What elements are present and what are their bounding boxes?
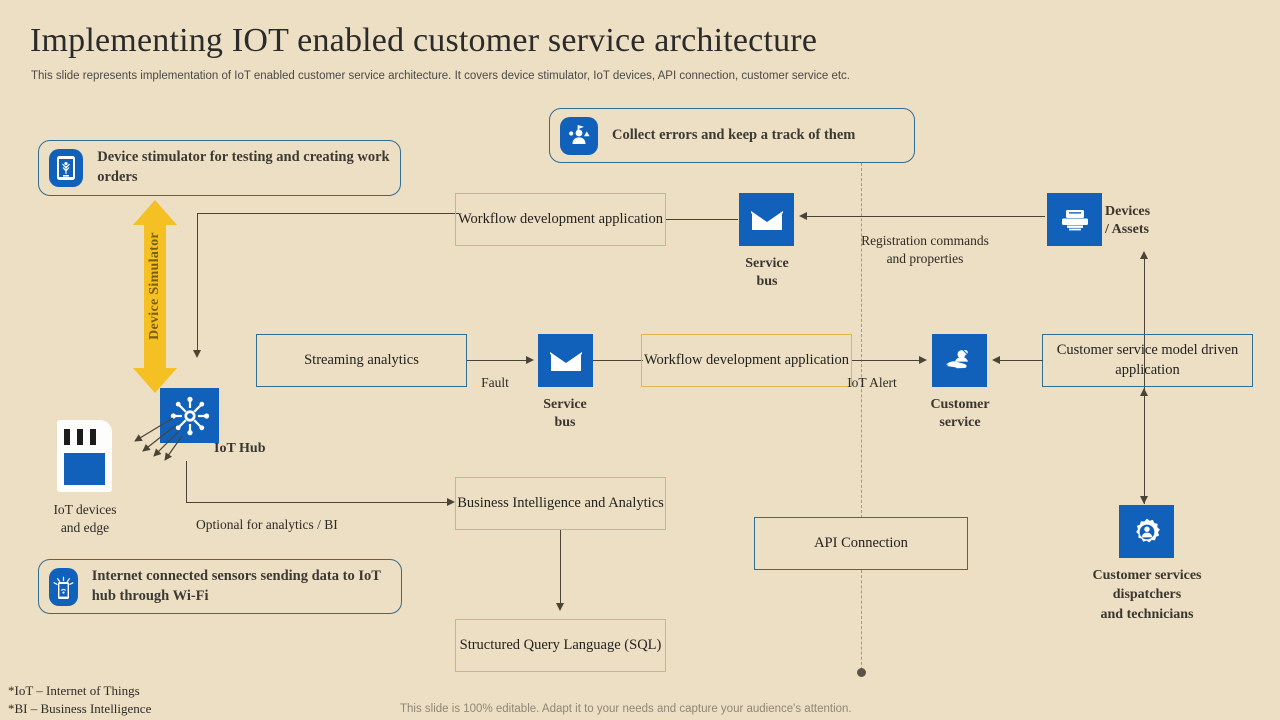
connector-servicebus-workflowmid [593,360,643,362]
edge-label-optional-bi: Optional for analytics / BI [196,517,338,532]
box-workflow-development-top-label: Workflow development application [458,210,663,227]
connector-devices-servicebus [806,216,1045,218]
node-customer-service-icon [932,334,987,387]
arrow-head-up [133,200,177,225]
connector-model-customerservice [999,360,1043,362]
box-business-intelligence-label: Business Intelligence and Analytics [457,494,664,511]
iot-hub-fan-arrows [134,417,183,461]
connector-streaming-servicebus [467,360,527,362]
arrowhead-iothub-bi [447,498,455,506]
sd-card-icon [57,420,112,492]
box-workflow-development-mid-label: Workflow development application [644,351,849,368]
sd-card-body [64,453,105,485]
node-dispatchers-icon [1119,505,1174,558]
callout-internet-sensors-label: Internet connected sensors sending data … [91,567,381,604]
box-business-intelligence[interactable]: Business Intelligence and Analytics [455,477,666,530]
arrowhead-model-dispatchers [1140,496,1148,504]
connector-dispatchers-model [1144,394,1146,504]
box-workflow-development-top[interactable]: Workflow development application [455,193,666,246]
arrowhead-devices-servicebus [799,212,807,220]
arrowhead-bi-sql [556,603,564,611]
node-service-bus-top-icon [739,193,794,246]
connector-workflowmid-customerservice [852,360,921,362]
box-streaming-analytics-label: Streaming analytics [304,351,419,368]
connector-dispatchers-devices [1144,258,1146,502]
page-title: Implementing IOT enabled customer servic… [30,22,818,59]
error-collection-icon [560,116,598,155]
footnote-iot: *IoT – Internet of Things [8,683,140,698]
callout-internet-sensors[interactable]: Internet connected sensors sending data … [38,559,402,614]
arrowhead-dispatchers-devices [1140,251,1148,259]
connector-iothub-bi-vertical [186,461,188,503]
box-api-connection-label: API Connection [814,534,908,551]
boundary-end-dot [857,668,866,677]
node-devices-assets-label: Devices/ Assets [1105,204,1151,238]
box-streaming-analytics[interactable]: Streaming analytics [256,334,467,387]
box-api-connection[interactable]: API Connection [754,517,968,570]
box-customer-service-model-label: Customer service model driven applicatio… [1056,341,1239,378]
node-iot-hub-label: IoT Hub [214,441,266,456]
arrowhead-workflowmid-customerservice [919,356,927,364]
arrow-shaft [144,224,166,369]
mobile-device-icon [49,149,84,187]
node-devices-assets-icon [1047,193,1102,246]
node-iot-hub-icon [160,388,219,443]
connector-bi-sql [560,530,562,605]
arrowhead-dispatchers-model [1140,388,1148,396]
footnote-bi: *BI – Business Intelligence [8,701,152,716]
arrowhead-streaming-servicebus [526,356,534,364]
edge-label-iot-alert: IoT Alert [847,375,897,390]
wifi-sensor-icon [49,567,78,606]
callout-collect-errors-label: Collect errors and keep a track of them [612,126,856,143]
device-simulator-arrow: Device Simulator [133,200,177,393]
arrowhead-model-customerservice [992,356,1000,364]
node-service-bus-mid-icon [538,334,593,387]
page-subtitle: This slide represents implementation of … [31,70,850,82]
box-workflow-development-mid[interactable]: Workflow development application [641,334,852,387]
box-customer-service-model[interactable]: Customer service model driven applicatio… [1042,334,1253,387]
box-sql-label: Structured Query Language (SQL) [459,636,662,653]
edge-label-fault: Fault [481,375,509,390]
box-sql[interactable]: Structured Query Language (SQL) [455,619,666,672]
callout-device-stimulator-label: Device stimulator for testing and creati… [97,149,390,185]
sd-card-pins [64,429,96,445]
connector-stimulator-down [197,213,199,352]
connector-iothub-bi-horizontal [186,502,448,504]
callout-collect-errors[interactable]: Collect errors and keep a track of them [549,108,915,163]
editable-note: This slide is 100% editable. Adapt it to… [400,703,852,715]
boundary-dashed-line-lower [861,570,862,670]
boundary-dashed-line-upper [861,163,862,518]
callout-device-stimulator[interactable]: Device stimulator for testing and creati… [38,140,401,196]
device-simulator-label: Device Simulator [147,232,162,340]
arrowhead-stimulator-down [193,350,201,358]
connector-stimulator-top [197,213,459,215]
connector-workflow-top-servicebus [666,219,738,221]
